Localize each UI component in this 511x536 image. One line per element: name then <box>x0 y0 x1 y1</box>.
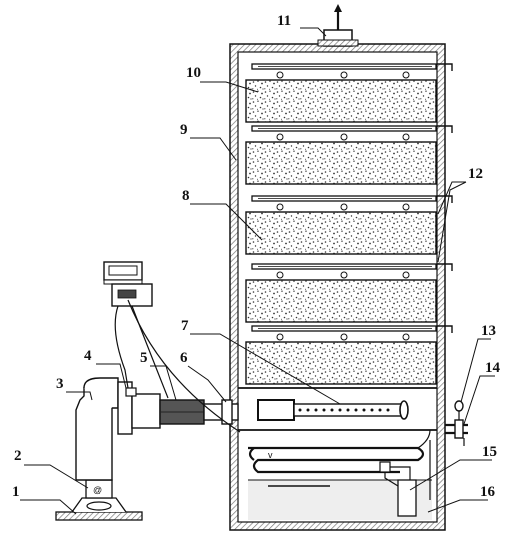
callout-3: 3 <box>56 376 64 392</box>
callout-4: 4 <box>84 348 92 364</box>
leader-line <box>190 203 263 241</box>
gauge-icon <box>454 400 464 412</box>
tray <box>245 325 453 385</box>
temperature-controller <box>103 261 241 433</box>
leader-line <box>24 464 89 489</box>
tray-stack <box>245 63 453 385</box>
tube-hole <box>330 408 334 412</box>
connecting-pipe <box>203 403 239 421</box>
callout-8: 8 <box>182 188 190 204</box>
leader-line <box>437 181 467 263</box>
controller-cable-3 <box>127 299 241 433</box>
tray <box>245 263 453 323</box>
right-valves <box>445 400 468 446</box>
leader-line <box>437 181 466 215</box>
tube-hole <box>354 408 358 412</box>
leader-line <box>463 375 495 425</box>
leader-line <box>427 499 488 513</box>
heater-unit <box>397 479 417 517</box>
tray <box>245 195 453 255</box>
leader-line <box>409 459 492 491</box>
granule-bed <box>245 141 437 185</box>
tube-hole <box>314 408 318 412</box>
callout-14: 14 <box>485 360 501 376</box>
callout-2: 2 <box>14 448 22 464</box>
leader-line <box>66 391 93 401</box>
leader-line <box>300 27 327 37</box>
leader-line <box>187 365 227 403</box>
drain-valve <box>454 419 464 439</box>
tube-hole <box>378 408 382 412</box>
lower-chamber: v <box>238 387 437 520</box>
tube-hole <box>322 408 326 412</box>
granule-bed <box>245 211 437 255</box>
tray <box>245 63 453 123</box>
callout-6: 6 <box>180 350 188 366</box>
tube-hole <box>370 408 374 412</box>
leader-line <box>190 333 341 405</box>
leader-line <box>200 81 259 93</box>
blower-assembly: @ <box>55 377 239 521</box>
perforated-air-tube <box>257 399 409 421</box>
leader-line <box>96 363 127 389</box>
tube-hole <box>306 408 310 412</box>
base-plate <box>55 511 143 521</box>
callout-10: 10 <box>186 65 201 81</box>
tray <box>245 125 453 185</box>
leader-line <box>460 338 491 403</box>
callout-5: 5 <box>140 350 148 366</box>
controller-cable-1 <box>114 305 129 389</box>
callout-16: 16 <box>480 484 496 500</box>
tube-hole <box>338 408 342 412</box>
callout-15: 15 <box>482 444 497 460</box>
callout-9: 9 <box>180 122 188 138</box>
controller-cable-2 <box>131 305 169 399</box>
svg-text:@: @ <box>93 485 102 495</box>
granule-bed <box>245 79 437 123</box>
callout-12: 12 <box>468 166 483 182</box>
callout-1: 1 <box>12 484 20 500</box>
callout-11: 11 <box>277 13 291 29</box>
tube-hole <box>362 408 366 412</box>
exhaust-arrow-icon <box>334 4 342 12</box>
exhaust-port <box>317 4 359 47</box>
heating-coil <box>248 446 425 474</box>
leader-line <box>150 365 177 401</box>
callout-labels: 1 2 3 4 5 6 7 8 9 10 11 12 13 14 15 16 <box>12 13 501 500</box>
leader-line <box>190 137 237 161</box>
tube-hole <box>346 408 350 412</box>
callout-13: 13 <box>481 323 496 339</box>
tube-hole <box>386 408 390 412</box>
callout-7: 7 <box>181 318 189 334</box>
leader-line <box>20 499 77 515</box>
granule-bed <box>245 279 437 323</box>
granule-bed <box>245 341 437 385</box>
tube-hole <box>298 408 302 412</box>
svg-text:v: v <box>268 450 273 460</box>
leader-lines <box>20 27 495 515</box>
